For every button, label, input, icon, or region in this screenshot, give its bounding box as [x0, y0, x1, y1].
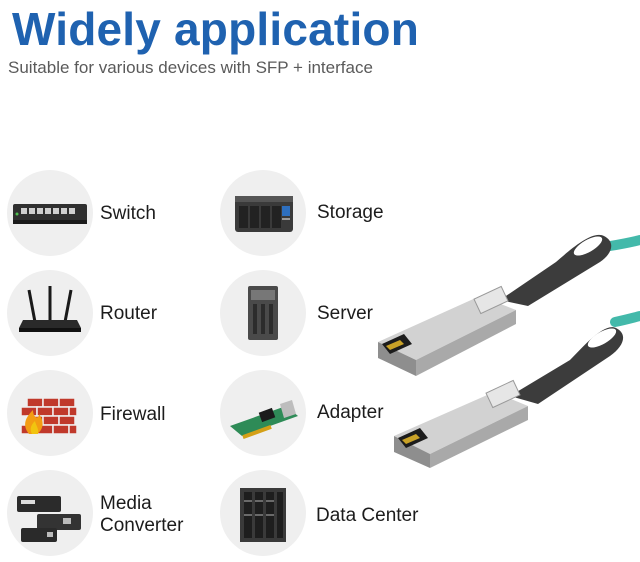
switch-icon [7, 170, 93, 256]
device-label-server: Server [317, 303, 373, 324]
device-label-switch: Switch [100, 203, 156, 224]
router-icon [7, 270, 93, 356]
device-label-data-center: Data Center [316, 505, 419, 526]
firewall-icon [7, 370, 93, 456]
device-label-firewall: Firewall [100, 404, 166, 425]
storage-icon [220, 170, 306, 256]
device-label-media-converter: Media Converter [100, 493, 183, 537]
data-center-icon [220, 470, 306, 556]
device-label-storage: Storage [317, 202, 384, 223]
server-icon [220, 270, 306, 356]
media-converter-line: Media Converter [100, 493, 184, 536]
page-subtitle: Suitable for various devices with SFP + … [8, 58, 373, 77]
sfp-cable-illustration [378, 234, 640, 468]
device-label-router: Router [100, 303, 158, 324]
adapter-icon [220, 370, 306, 456]
media-converter-icon [7, 470, 93, 556]
device-label-adapter: Adapter [317, 402, 384, 423]
page-title: Widely application [12, 3, 420, 55]
